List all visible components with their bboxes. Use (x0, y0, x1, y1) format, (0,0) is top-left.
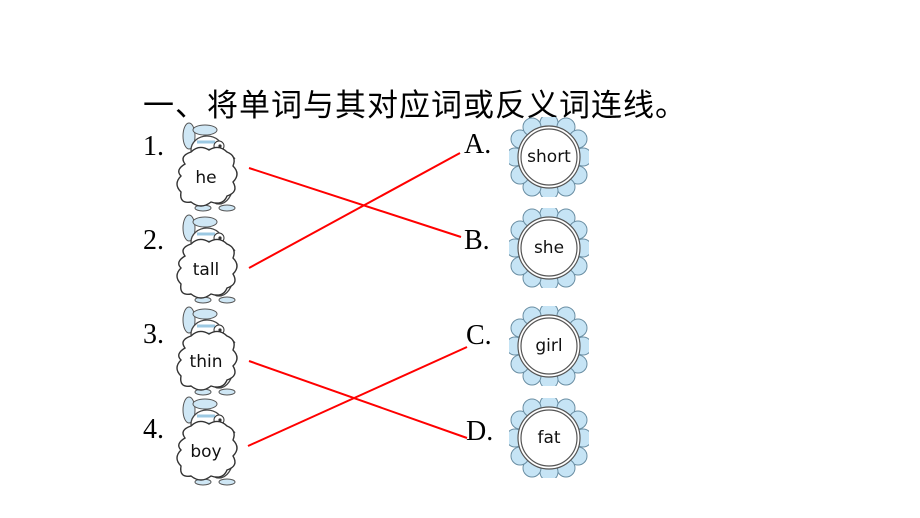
option-letter-c: C. (466, 320, 492, 351)
flower-card-d[interactable]: fat (509, 398, 589, 478)
item-number-3: 3. (143, 319, 164, 350)
bee-card-4[interactable]: boy (175, 396, 245, 488)
flower-word: girl (535, 336, 563, 356)
bee-card-2[interactable]: tall (175, 214, 245, 306)
exercise-title: 一、将单词与其对应词或反义词连线。 (143, 88, 687, 124)
item-number-4: 4. (143, 414, 164, 445)
option-letter-a: A. (464, 129, 492, 160)
item-number-2: 2. (143, 225, 164, 256)
flower-word: short (527, 147, 571, 167)
bee-word: boy (190, 442, 222, 462)
bee-word: tall (192, 260, 220, 280)
flower-word: she (533, 238, 565, 258)
bee-word: he (195, 168, 217, 188)
flower-card-a[interactable]: short (509, 117, 589, 197)
item-number-1: 1. (143, 131, 164, 162)
flower-card-c[interactable]: girl (509, 306, 589, 386)
line-4-to-C (247, 346, 468, 447)
flower-card-b[interactable]: she (509, 208, 589, 288)
bee-card-1[interactable]: he (175, 122, 245, 214)
option-letter-b: B. (464, 225, 490, 256)
line-2-to-A (248, 152, 461, 269)
bee-word: thin (189, 352, 223, 372)
option-letter-d: D. (466, 416, 494, 447)
bee-card-3[interactable]: thin (175, 306, 245, 398)
line-3-to-D (248, 360, 468, 439)
flower-word: fat (537, 428, 561, 448)
line-1-to-B (248, 167, 462, 238)
